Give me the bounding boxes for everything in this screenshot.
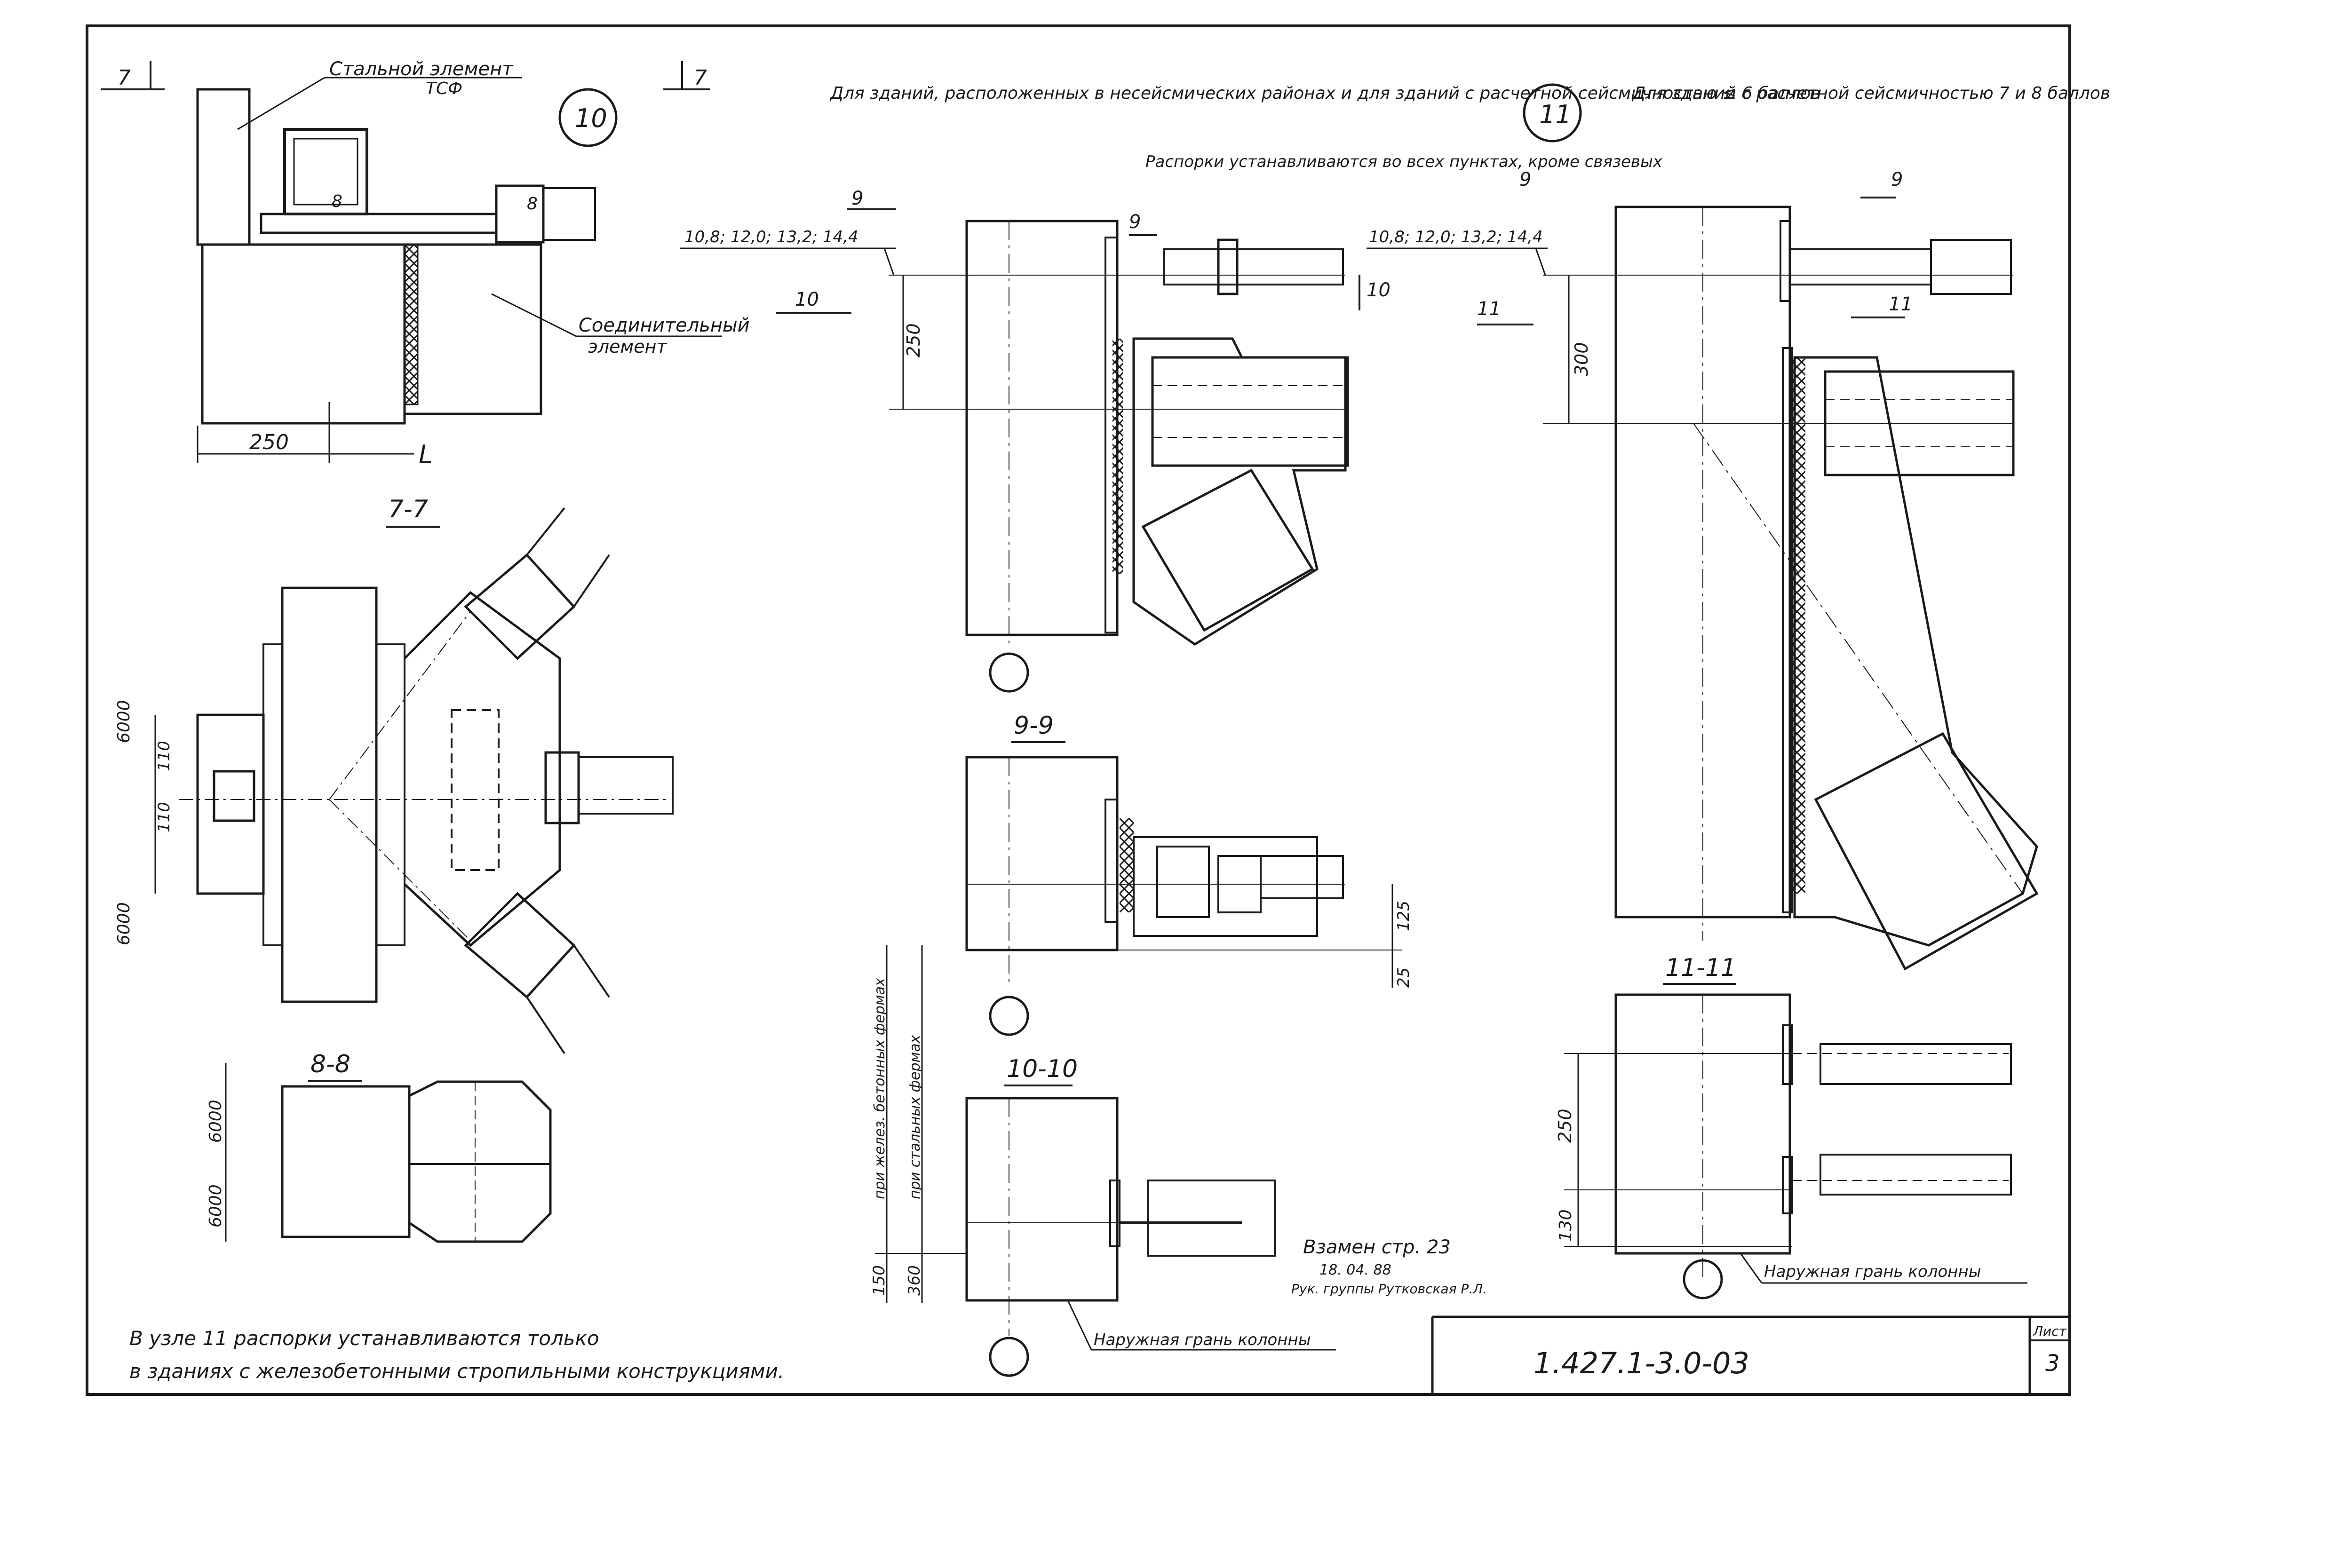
label-steel-trusses: при стальных фермах [907,1035,923,1199]
node-number-10: 10 [575,103,607,133]
dim-250-section11: 250 [1555,1109,1575,1143]
section-mark-9-b: 9 [1129,211,1141,233]
heights-node-10: 10,8; 12,0; 13,2; 14,4 [684,228,858,246]
dim-250-node10-main: 250 [903,323,924,357]
dim-6000-c: 6000 [206,1100,225,1143]
node-10-elevation: 10,8; 12,0; 13,2; 14,4 9 10 9 10 250 [680,188,1391,693]
label-steel-element-code: ТСФ [426,79,462,98]
section-mark-11-b: 11 [1889,293,1913,315]
section-mark-9-a: 9 [851,188,863,209]
section-mark-9-c: 9 [1519,169,1531,190]
section-mark-10-b: 10 [1367,279,1391,301]
label-outer-face-2: Наружная грань колонны [1764,1262,1981,1281]
section-10-10: 10-10 при желез. бетонных фермах при ста… [870,945,1487,1377]
section-title-11-11: 11-11 [1665,954,1736,982]
label-connecting-element-2: элемент [588,336,667,357]
note-node-11-title: Для зданий с расчетной сейсмичностью 7 и… [1631,84,2110,103]
replacement-note-3: Рук. группы Рутковская Р.Л. [1291,1281,1487,1297]
section-mark-9-d: 9 [1891,169,1903,190]
bottom-note-2: в зданиях с железобетонными стропильными… [129,1360,784,1383]
note-spacers: Распорки устанавливаются во всех пунктах… [1145,152,1663,171]
node-11-marker [1523,83,1582,143]
note-node-10-title: Для зданий, расположенных в несейсмическ… [829,84,1821,103]
dim-110-a: 110 [155,741,174,771]
dim-250-node10: 250 [249,430,289,454]
section-7-7: 7-7 110 110 6000 6000 [114,495,674,1054]
dim-6000-b: 6000 [114,902,134,945]
node-number-11: 11 [1539,100,1572,129]
dim-110-b: 110 [155,802,174,832]
dim-6000-a: 6000 [114,700,134,743]
node-10-detail: 7 7 8 8 Стальной элемент ТСФ Соединитель… [101,58,750,469]
drawing-code: 1.427.1-3.0-03 [1534,1346,1749,1380]
section-title-7-7: 7-7 [388,495,428,523]
label-connecting-element: Соединительный [579,315,750,336]
node-11-elevation: 10,8; 12,0; 13,2; 14,4 9 9 11 11 300 [1367,169,2039,971]
title-block: 1.427.1-3.0-03 Лист 3 [1431,1315,2070,1394]
label-outer-face-1: Наружная грань колонны [1094,1330,1311,1349]
weld-mark-8a: 8 [332,192,342,211]
column-axis-marker-3 [989,1337,1029,1377]
section-title-8-8: 8-8 [310,1050,350,1078]
dim-25: 25 [1394,967,1413,988]
bottom-note-1: В узле 11 распорки устанавливаются тольк… [129,1327,599,1350]
section-mark-7-right: 7 [694,66,707,90]
label-steel-element: Стальной элемент [329,58,514,80]
dim-L: L [419,440,433,469]
dim-300: 300 [1571,342,1592,376]
heights-node-11: 10,8; 12,0; 13,2; 14,4 [1369,228,1543,246]
section-title-9-9: 9-9 [1014,712,1054,740]
section-mark-7-left: 7 [118,66,131,90]
section-9-9: 9-9 125 25 [965,712,1413,1036]
dim-150: 150 [870,1265,889,1296]
section-8-8: 8-8 6000 6000 [206,1050,552,1243]
weld-mark-8b: 8 [527,194,538,214]
section-mark-11-a: 11 [1477,298,1501,320]
dim-125: 125 [1394,901,1413,931]
section-mark-10-a: 10 [795,289,819,310]
dim-360: 360 [905,1265,924,1296]
dim-130: 130 [1556,1209,1575,1242]
column-axis-marker-4 [1683,1259,1723,1299]
column-axis-marker-2 [989,996,1029,1036]
sheet-number: 3 [2045,1350,2060,1377]
replacement-note-2: 18. 04. 88 [1319,1262,1391,1278]
section-11-11: 11-11 250 130 Наружная грань колонны [1555,954,2027,1299]
dim-6000-d: 6000 [206,1184,225,1227]
drawing-frame [86,24,2071,1396]
column-axis-marker-1 [989,652,1029,693]
label-rc-trusses: при желез. бетонных фермах [872,978,888,1199]
section-title-10-10: 10-10 [1007,1055,1078,1083]
sheet-label: Лист [2033,1323,2067,1339]
replacement-note-1: Взамен стр. 23 [1303,1236,1451,1258]
